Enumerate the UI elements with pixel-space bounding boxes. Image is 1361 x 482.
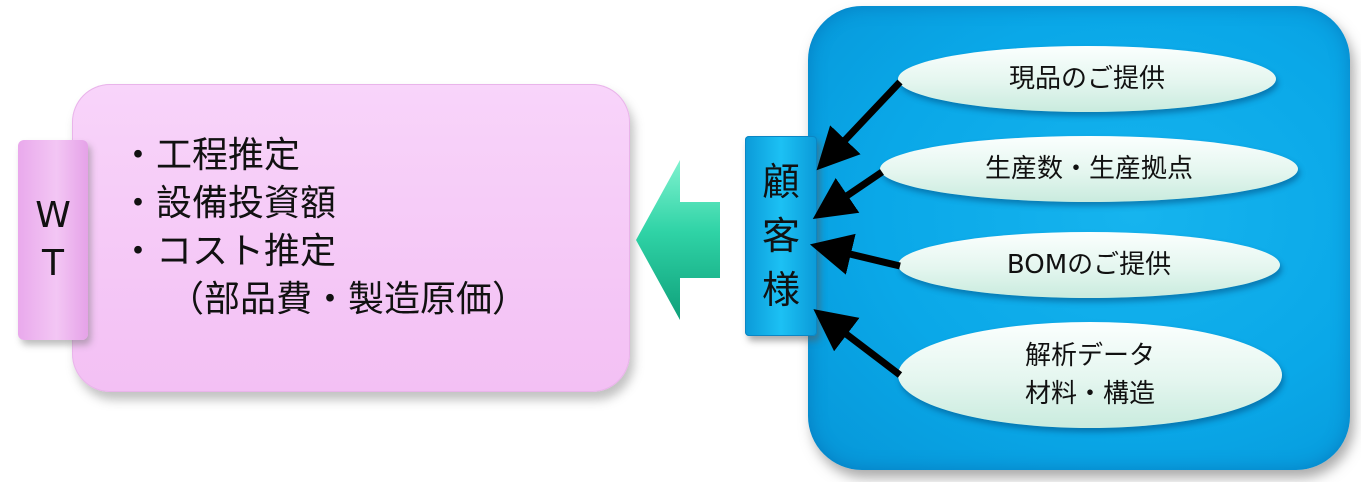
wt-item-cost-breakdown: （部品費・製造原価） — [168, 279, 529, 320]
input-pill-analysis: 解析データ 材料・構造 — [898, 322, 1282, 428]
input-pill-sample: 現品のご提供 — [898, 46, 1276, 112]
customer-char-3: 様 — [761, 268, 800, 312]
wt-tab-letter-t: T — [42, 243, 64, 284]
input-pill-bom: BOMのご提供 — [898, 232, 1280, 298]
customer-char-1: 顧 — [761, 160, 800, 204]
wt-panel — [72, 84, 630, 392]
left-arrow-icon — [636, 160, 720, 320]
wt-item-list: ・工程推定 ・設備投資額 ・コスト推定 （部品費・製造原価） — [120, 132, 620, 324]
input-pill-text: 現品のご提供 — [1008, 64, 1165, 94]
customer-tab: 顧 客 様 — [745, 136, 817, 336]
wt-item-cost-estimate: ・コスト推定 — [120, 231, 337, 272]
input-pill-production: 生産数・生産拠点 — [880, 136, 1298, 202]
wt-tab: W T — [18, 140, 88, 340]
input-pill-text-line-1: 解析データ — [1024, 341, 1155, 371]
input-pill-text-line-2: 材料・構造 — [1024, 379, 1155, 409]
wt-item-capital-investment: ・設備投資額 — [120, 183, 337, 224]
input-pill-text: BOMのご提供 — [1006, 250, 1172, 280]
customer-char-2: 客 — [761, 214, 800, 258]
wt-item-process-estimate: ・工程推定 — [120, 135, 301, 176]
wt-tab-letter-w: W — [35, 195, 71, 236]
input-pill-text: 生産数・生産拠点 — [984, 154, 1193, 184]
